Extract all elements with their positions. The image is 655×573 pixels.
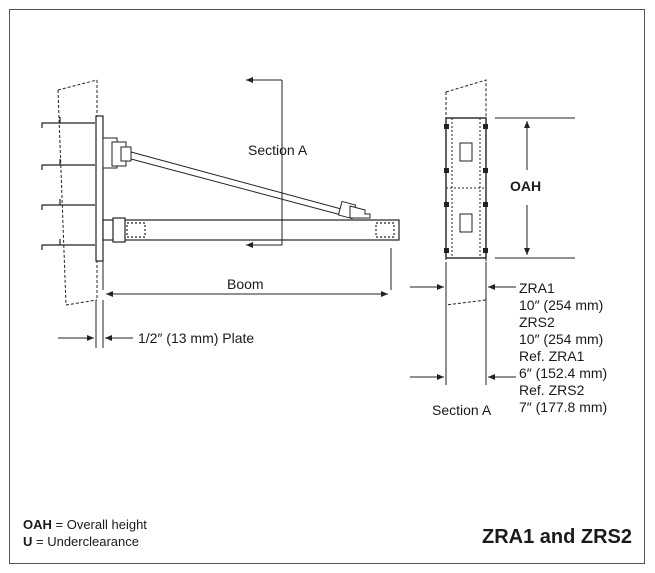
dim-ref-zrs2-value: 7″ (177.8 mm) xyxy=(519,399,608,415)
legend-definition: = Overall height xyxy=(51,517,147,532)
dim-zrs2-value: 10″ (254 mm) xyxy=(519,331,604,347)
dim-ref-zra1-value: 6″ (152.4 mm) xyxy=(519,365,608,381)
section-a-top-label: Section A xyxy=(248,142,308,158)
legend-item-oah: OAH = Overall height xyxy=(23,516,147,533)
drawing-frame xyxy=(9,9,645,564)
section-bracket xyxy=(445,117,487,259)
dim-zra1-value: 10″ (254 mm) xyxy=(519,297,604,313)
dim-zra1-label: ZRA1 xyxy=(519,280,555,296)
legend-term: OAH xyxy=(23,517,52,532)
boom-arm xyxy=(102,217,400,243)
oah-dimension xyxy=(495,117,575,259)
oah-label: OAH xyxy=(510,178,542,194)
plate-label: 1/2″ (13 mm) Plate xyxy=(138,330,255,346)
section-a-bottom-label: Section A xyxy=(432,402,492,418)
boom-label: Boom xyxy=(227,276,264,292)
legend-item-u: U = Underclearance xyxy=(23,533,147,550)
dimension-notes: ZRA1 10″ (254 mm) ZRS2 10″ (254 mm) Ref.… xyxy=(519,280,607,416)
diagram-title: ZRA1 and ZRS2 xyxy=(482,526,633,548)
dim-ref-zrs2-label: Ref. ZRS2 xyxy=(519,382,585,398)
boom-dimension xyxy=(102,248,392,297)
legend: OAH = Overall height U = Underclearance xyxy=(23,516,147,550)
tie-rod-assembly xyxy=(102,137,371,220)
dim-ref-zra1-label: Ref. ZRA1 xyxy=(519,348,585,364)
anchor-bolts xyxy=(41,117,95,250)
column-side-view xyxy=(57,79,98,306)
dim-zrs2-label: ZRS2 xyxy=(519,314,555,330)
plate-dimension xyxy=(58,300,133,348)
wall-plate xyxy=(95,115,104,262)
section-a-cutline xyxy=(246,77,283,248)
legend-definition: = Underclearance xyxy=(32,534,139,549)
section-bolts xyxy=(444,124,488,253)
legend-term: U xyxy=(23,534,33,549)
section-width-dimensions xyxy=(410,262,516,385)
